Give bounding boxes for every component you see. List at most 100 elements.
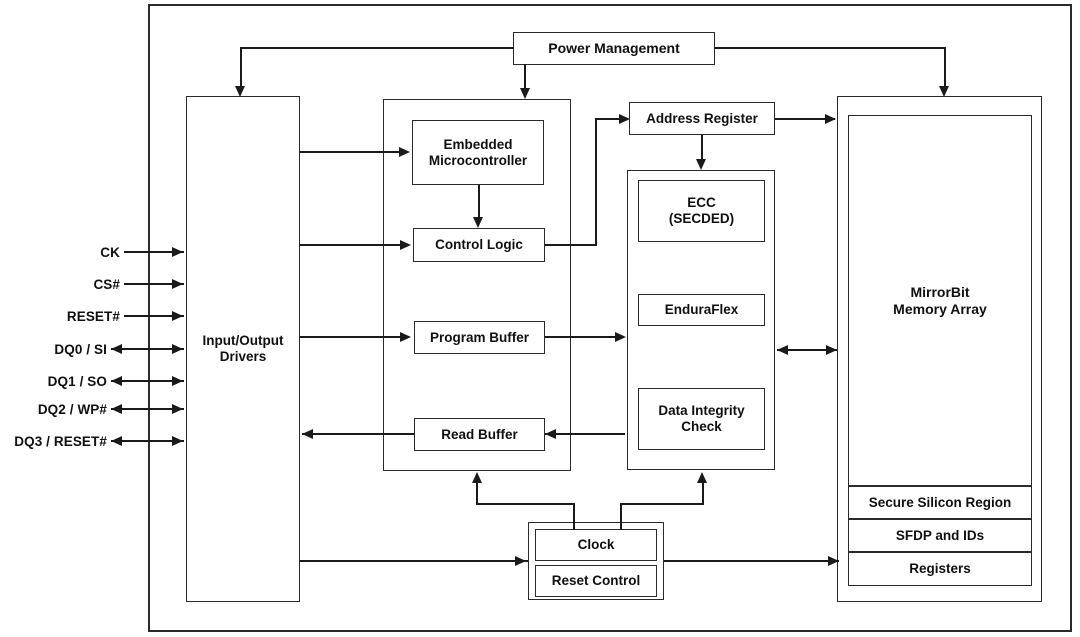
ecc-label-line2: (SECDED): [668, 211, 735, 226]
pin-label-text: DQ0 / SI: [54, 341, 107, 357]
line-clock-up-right-h: [620, 503, 704, 505]
pin-arrow-dq1-in: [172, 375, 183, 386]
pin-label-text: CS#: [93, 276, 120, 292]
arrow-io-to-clock: [515, 555, 526, 566]
pin-label-text: CK: [100, 244, 120, 260]
line-io-to-clock: [300, 560, 528, 562]
pm-line-right: [714, 47, 946, 49]
power-management-label: Power Management: [548, 40, 680, 57]
pin-arrow-dq2-in: [172, 403, 183, 414]
arrow-clock-to-registers: [828, 555, 839, 566]
line-io-to-program-buffer: [300, 336, 401, 338]
arrow-memory-array-to-ecc: [777, 344, 788, 355]
power-management-block[interactable]: Power Management: [513, 32, 715, 65]
pin-arrow-dq1-out: [111, 375, 122, 386]
ecc-label-line1: ECC: [687, 195, 716, 211]
pin-arrow-dq3-in: [172, 435, 183, 446]
line-control-logic-up: [595, 118, 597, 246]
pin-line-dq1: [111, 380, 184, 382]
secure-silicon-region-block[interactable]: Secure Silicon Region: [848, 486, 1032, 519]
pin-line-cs: [124, 283, 184, 285]
embedded-mcu-label-line2: Microcontroller: [428, 152, 528, 168]
line-to-address-register: [595, 118, 623, 120]
data-integrity-check-block[interactable]: Data Integrity Check: [638, 388, 765, 450]
arrow-clock-to-ecc: [697, 472, 707, 483]
pm-arrow-to-memory-array: [938, 86, 949, 97]
pin-line-dq2: [111, 408, 184, 410]
control-logic-block[interactable]: Control Logic: [413, 228, 545, 262]
line-dic-to-read-buffer: [545, 433, 625, 435]
line-read-buffer-to-io: [302, 433, 414, 435]
mirrorbit-memory-array-block[interactable]: MirrorBit Memory Array: [848, 115, 1032, 486]
pin-line-reset: [124, 315, 184, 317]
pm-arrow-to-io-drivers: [234, 86, 245, 97]
pin-line-ck: [124, 251, 184, 253]
line-address-register-to-memory: [775, 118, 835, 120]
core-logic-container: [383, 99, 571, 471]
arrow-dic-to-read-buffer: [545, 428, 556, 439]
pin-label-text: RESET#: [66, 308, 120, 324]
io-drivers-label-line1: Input/Output: [202, 333, 284, 349]
line-control-logic-right: [545, 244, 597, 246]
clock-block[interactable]: Clock: [535, 529, 657, 561]
pin-label-dq1: DQ1 / SO: [0, 372, 107, 390]
control-logic-label: Control Logic: [435, 237, 523, 253]
line-clock-to-core-v: [476, 482, 478, 505]
pin-label-text: DQ1 / SO: [47, 373, 107, 389]
pm-line-left: [240, 47, 514, 49]
line-ecc-to-memory-array: [777, 349, 837, 351]
address-register-block[interactable]: Address Register: [629, 102, 775, 135]
pin-arrow-ck-in: [172, 246, 183, 257]
registers-block[interactable]: Registers: [848, 552, 1032, 586]
line-clock-up-left-h: [476, 503, 575, 505]
program-buffer-label: Program Buffer: [429, 329, 529, 345]
ecc-block[interactable]: ECC (SECDED): [638, 180, 765, 242]
arrow-program-buffer-to-ecc: [615, 331, 626, 342]
line-mcu-to-control-logic: [478, 185, 480, 221]
pin-arrow-dq0-out: [111, 343, 122, 354]
pm-arrow-to-core: [519, 88, 530, 99]
pin-label-dq2: DQ2 / WP#: [0, 400, 107, 418]
pm-line-left-down: [240, 47, 242, 91]
embedded-microcontroller-block[interactable]: Embedded Microcontroller: [412, 120, 544, 185]
pin-label-reset: RESET#: [0, 307, 120, 325]
arrow-io-to-mcu: [399, 146, 410, 157]
pin-line-dq3: [111, 440, 184, 442]
read-buffer-label: Read Buffer: [441, 426, 518, 442]
sfdp-and-ids-block[interactable]: SFDP and IDs: [848, 519, 1032, 552]
pin-arrow-dq0-in: [172, 343, 183, 354]
pin-arrow-cs-in: [172, 278, 183, 289]
line-address-register-down: [701, 135, 703, 164]
embedded-mcu-label-line1: Embedded: [443, 136, 513, 152]
pin-line-dq0: [111, 348, 184, 350]
pin-label-ck: CK: [0, 243, 120, 261]
enduraflex-block[interactable]: EnduraFlex: [638, 294, 765, 326]
pm-line-right-down: [944, 47, 946, 91]
pin-label-dq0: DQ0 / SI: [0, 340, 107, 358]
read-buffer-block[interactable]: Read Buffer: [414, 418, 545, 451]
memory-array-container: [837, 96, 1042, 602]
enduraflex-label: EnduraFlex: [664, 302, 739, 318]
address-register-label: Address Register: [646, 110, 758, 126]
arrow-io-to-program-buffer: [400, 331, 411, 342]
pin-label-text: DQ3 / RESET#: [14, 433, 107, 449]
program-buffer-block[interactable]: Program Buffer: [414, 321, 545, 354]
arrow-to-address-register: [619, 113, 630, 124]
pin-label-dq3: DQ3 / RESET#: [0, 432, 107, 450]
reset-control-label: Reset Control: [551, 573, 641, 589]
data-integrity-label-line2: Check: [681, 419, 722, 434]
arrow-address-register-to-memory: [825, 113, 836, 124]
data-integrity-label-line1: Data Integrity: [658, 403, 745, 419]
reset-control-block[interactable]: Reset Control: [535, 565, 657, 597]
line-clock-up-right-v: [620, 503, 622, 530]
ecc-group-container: [627, 170, 775, 470]
arrow-address-register-to-ecc: [695, 159, 706, 170]
memory-array-label-line1: MirrorBit: [910, 283, 970, 300]
clock-reset-container: [528, 522, 664, 600]
arrow-read-buffer-to-io: [302, 428, 313, 439]
input-output-drivers-block[interactable]: Input/Output Drivers: [186, 96, 300, 602]
line-io-to-control-logic: [300, 244, 401, 246]
line-clock-to-registers: [664, 560, 839, 562]
memory-array-label-line2: Memory Array: [893, 300, 987, 317]
